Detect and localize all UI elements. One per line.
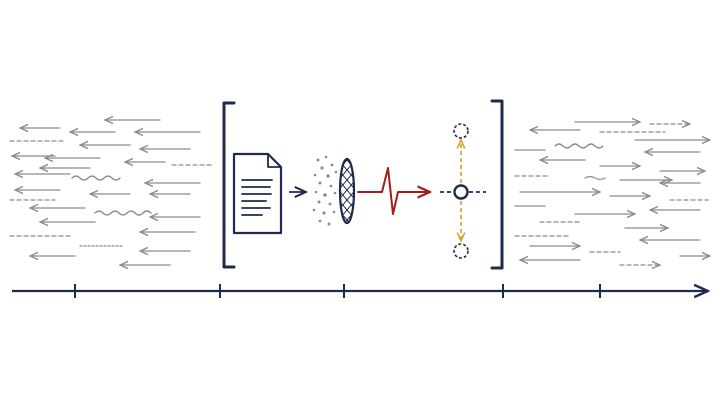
bottom-node	[453, 243, 469, 259]
document-icon	[232, 152, 283, 235]
center-node	[453, 184, 469, 200]
timeline-axis	[12, 284, 708, 298]
left-bracket	[222, 101, 236, 269]
mesh-filter-icon	[338, 157, 356, 225]
particle-cloud-icon	[312, 155, 338, 226]
top-node	[453, 123, 469, 139]
right-output-stream	[514, 122, 710, 265]
node-graph-icon	[440, 123, 486, 259]
signal-pulse-icon	[357, 167, 430, 215]
right-bracket	[490, 99, 504, 270]
left-input-stream	[9, 120, 213, 265]
